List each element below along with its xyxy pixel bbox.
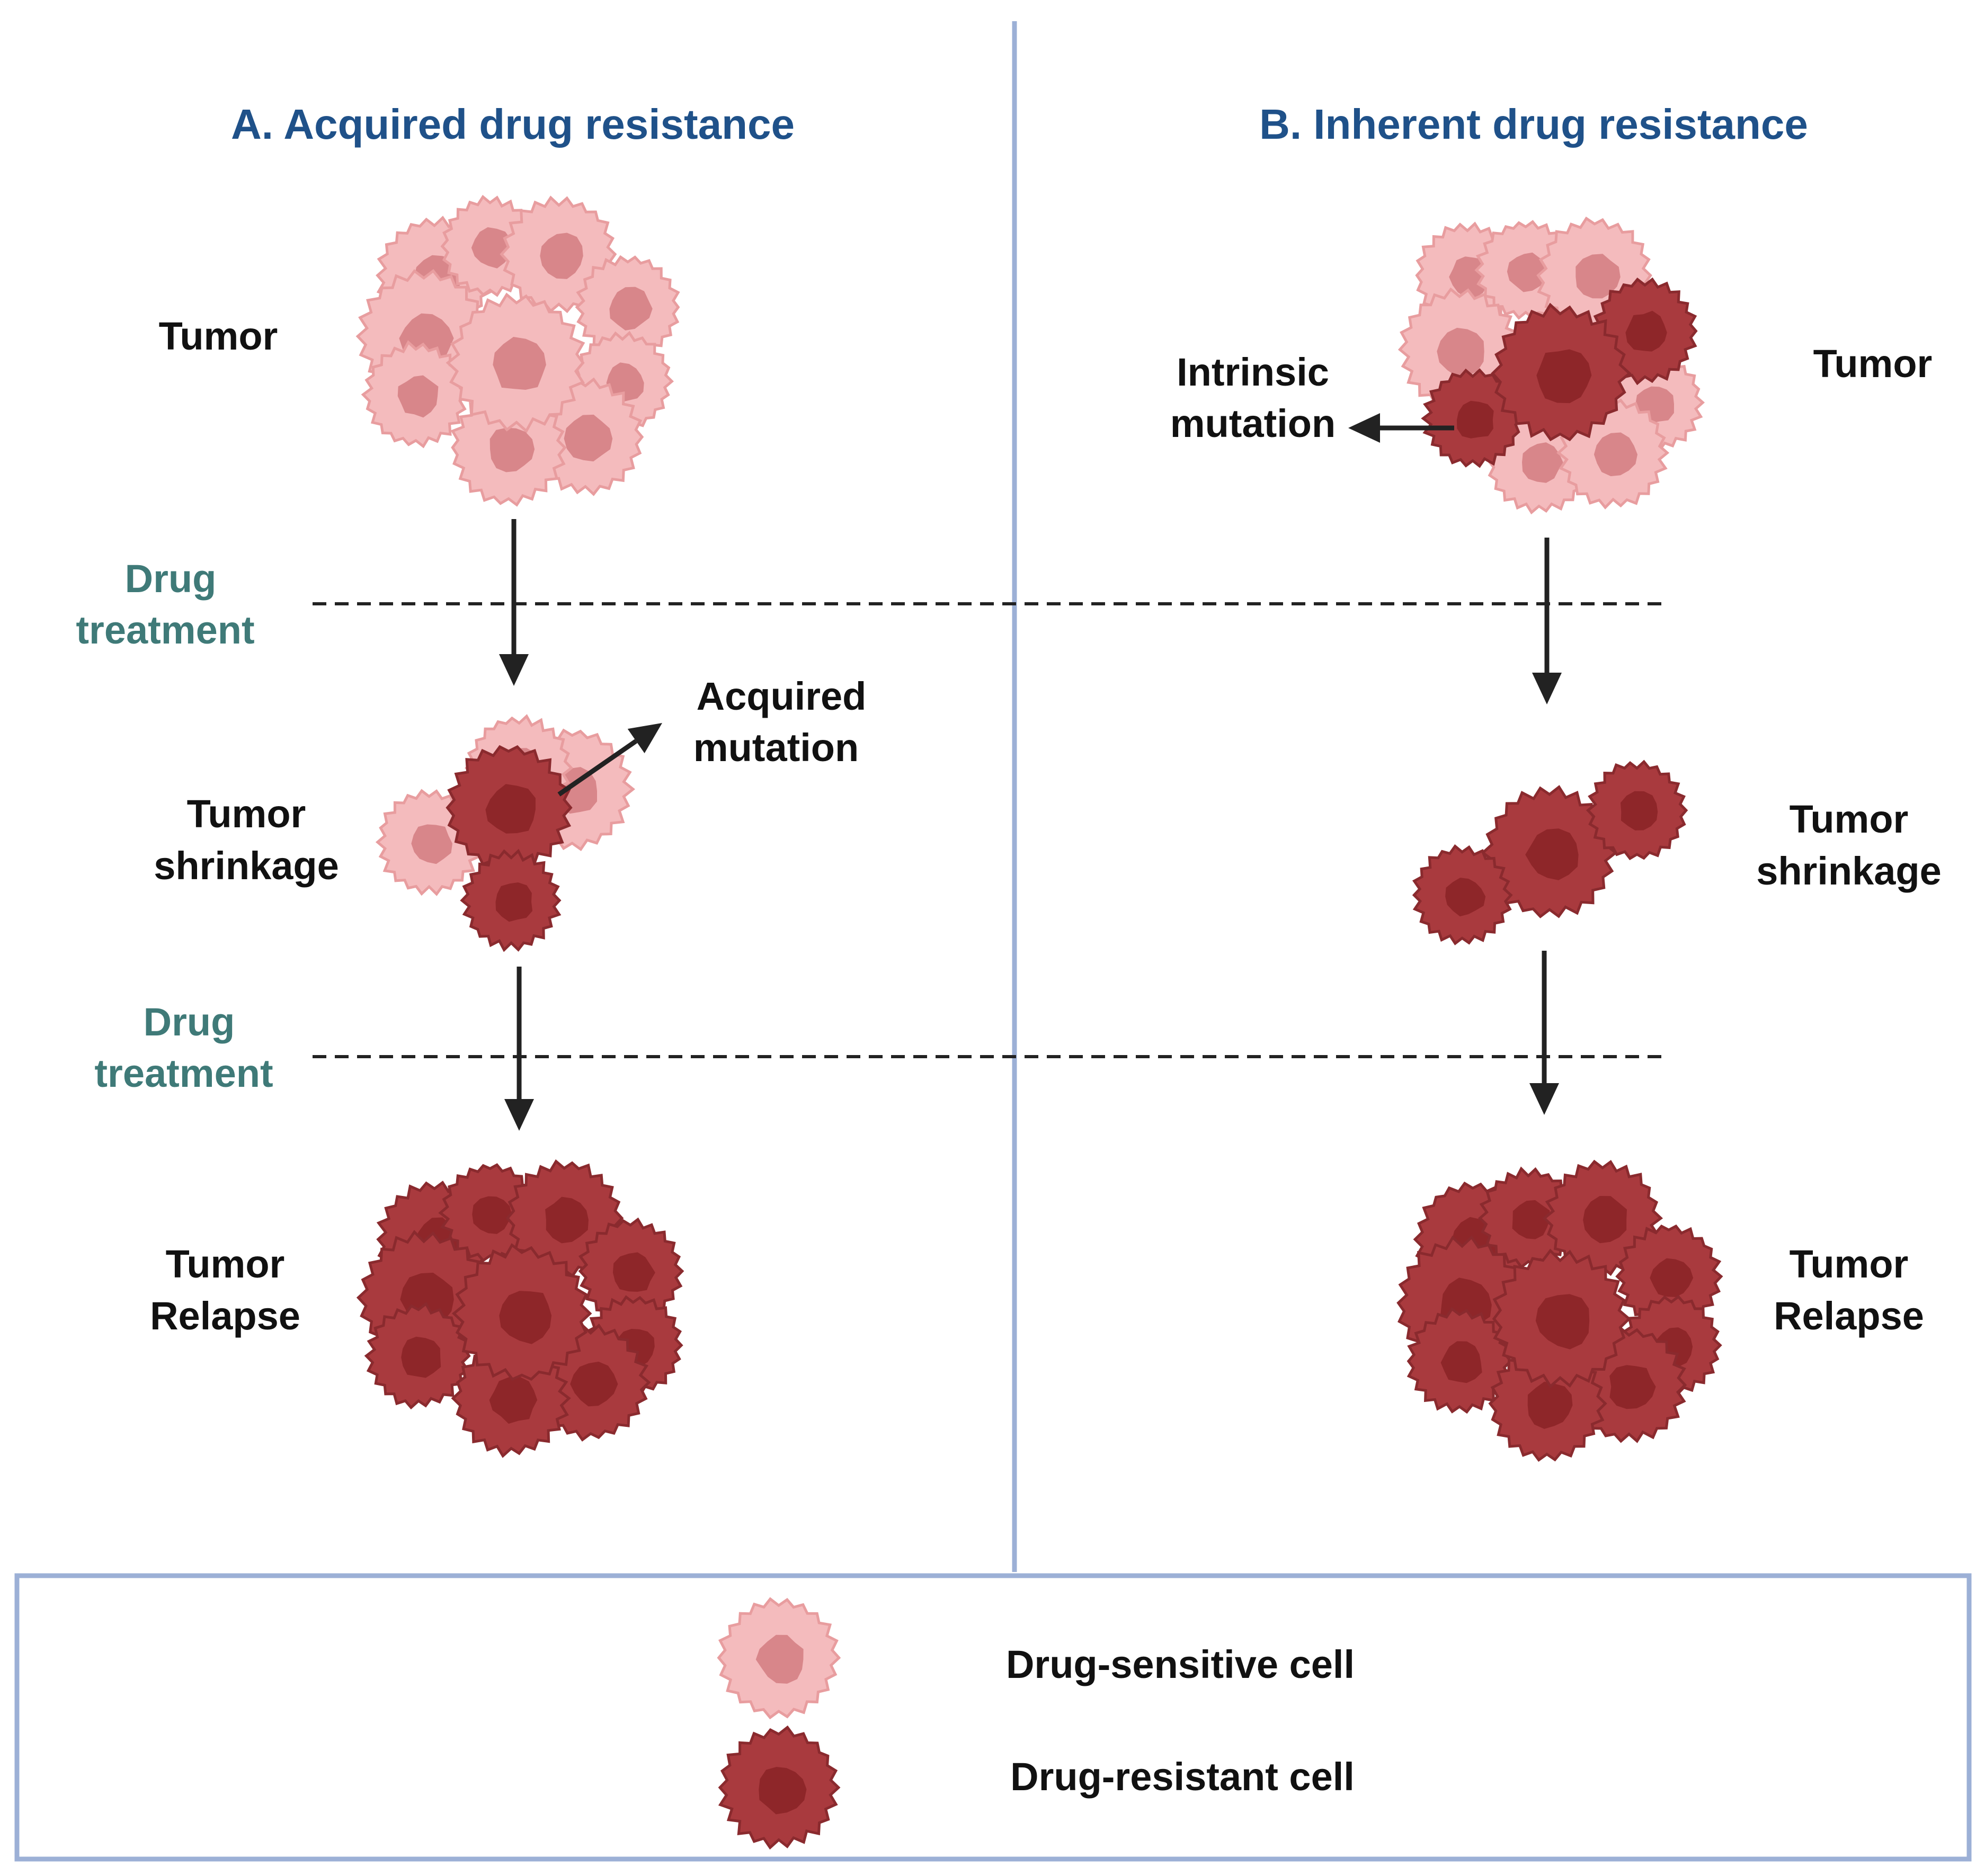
- cell-nucleus: [759, 1767, 807, 1815]
- panel-b-mutation-label-line2: mutation: [1170, 401, 1336, 445]
- cell-nucleus: [1625, 310, 1667, 352]
- panel-b-arrow-1: [1532, 538, 1562, 704]
- panel-a-arrow-1: [499, 519, 529, 686]
- cell-nucleus: [1445, 878, 1486, 917]
- panel-b-arrow-2: [1529, 951, 1559, 1115]
- panel-a-drug-label-1-line2: treatment: [76, 608, 254, 652]
- drug-resistant-cell: [1477, 1166, 1579, 1269]
- cell-nucleus: [545, 1196, 589, 1244]
- panel-a-drug-label-2-line1: Drug: [144, 1000, 235, 1044]
- panel-b-shrinkage-label-line2: shrinkage: [1756, 849, 1942, 893]
- drug-resistant-cell: [364, 1301, 471, 1410]
- cell-nucleus: [397, 375, 439, 418]
- cell-nucleus: [1437, 327, 1484, 377]
- legend-resistant-label: Drug-resistant cell: [1010, 1755, 1355, 1799]
- panel-a-relapse-label-line1: Tumor: [166, 1242, 285, 1286]
- panel-a-arrow-2: [504, 967, 534, 1131]
- cell-nucleus: [499, 1291, 552, 1344]
- panel-a-tumor-label: Tumor: [159, 314, 278, 358]
- legend-box: [14, 1573, 1972, 1862]
- cell-nucleus: [1507, 252, 1549, 292]
- panel-b-title: B. Inherent drug resistance: [1259, 101, 1808, 148]
- drug-resistant-cell: [578, 1217, 684, 1326]
- drug-resistant-cell: [1407, 1307, 1512, 1414]
- cell-nucleus: [1609, 1365, 1656, 1409]
- cell-nucleus: [485, 784, 536, 834]
- drug-resistant-cell: [446, 745, 573, 873]
- drug-resistant-cell: [1421, 368, 1523, 468]
- panel-a-mutation-label-line2: mutation: [693, 726, 859, 770]
- cell-nucleus: [609, 287, 653, 330]
- panel-a-title: A. Acquired drug resistance: [231, 101, 795, 148]
- cell-nucleus: [1621, 791, 1658, 830]
- cell-nucleus: [489, 427, 535, 472]
- drug-resistant-cell: [460, 848, 562, 952]
- cell-nucleus: [489, 1377, 538, 1424]
- cell-nucleus: [570, 1361, 618, 1407]
- panel-a-drug-label-1-line1: Drug: [125, 557, 217, 601]
- cell-nucleus: [1535, 1294, 1590, 1350]
- cell-nucleus: [1650, 1258, 1694, 1297]
- cell-nucleus: [1512, 1200, 1550, 1239]
- drug-sensitive-cell: [361, 340, 470, 449]
- cell-nucleus: [564, 414, 613, 462]
- cell-nucleus: [540, 233, 583, 279]
- cell-nucleus: [401, 1336, 441, 1378]
- drug-sensitive-cell: [446, 292, 585, 433]
- legend-resistant-cell-icon: [718, 1725, 841, 1850]
- cell-nucleus: [1525, 828, 1579, 880]
- panel-b-relapse-label-line1: Tumor: [1790, 1242, 1909, 1286]
- drug-resistant-cell: [1492, 1248, 1631, 1389]
- cell-nucleus: [471, 227, 512, 269]
- drug-sensitive-cell: [575, 255, 680, 361]
- cell-nucleus: [1594, 432, 1637, 477]
- panel-a-drug-label-2-line2: treatment: [94, 1051, 273, 1095]
- cell-nucleus: [1457, 400, 1494, 439]
- acquired-mutation-arrow: [557, 723, 662, 797]
- cell-nucleus: [1575, 254, 1621, 299]
- panel-b-shrinkage-label-line1: Tumor: [1790, 797, 1909, 841]
- panel-b-mutation-label-line1: Intrinsic: [1177, 350, 1329, 394]
- cell-nucleus: [1440, 1341, 1482, 1383]
- cell-nucleus: [472, 1196, 512, 1234]
- drug-resistant-cell: [1491, 302, 1632, 442]
- cell-nucleus: [1583, 1196, 1627, 1244]
- cell-nucleus: [411, 824, 452, 864]
- intrinsic-mutation-arrow: [1348, 413, 1454, 443]
- panel-a-shrinkage-label-line1: Tumor: [187, 792, 306, 836]
- drug-resistant-cell: [451, 1243, 592, 1381]
- cell-nucleus: [1536, 349, 1592, 404]
- panel-a-relapse-label-line2: Relapse: [150, 1294, 300, 1338]
- cell-nucleus: [1527, 1381, 1573, 1429]
- panel-a-shrinkage-label-line2: shrinkage: [154, 844, 339, 888]
- drug-resistant-cell: [1412, 844, 1513, 945]
- panel-a-mutation-label-line1: Acquired: [697, 674, 867, 718]
- legend-sensitive-cell-icon: [717, 1597, 841, 1720]
- cell-nucleus: [495, 882, 533, 922]
- legend-sensitive-label: Drug-sensitive cell: [1006, 1642, 1355, 1686]
- cell-nucleus: [606, 362, 644, 403]
- cell-nucleus: [612, 1252, 655, 1292]
- panel-b-tumor-label: Tumor: [1813, 342, 1933, 386]
- panel-b-relapse-label-line2: Relapse: [1774, 1294, 1924, 1338]
- drug-resistant-cell: [1586, 760, 1688, 861]
- cell-nucleus: [1522, 442, 1563, 483]
- cell-nucleus: [755, 1634, 804, 1684]
- cell-nucleus: [493, 337, 546, 390]
